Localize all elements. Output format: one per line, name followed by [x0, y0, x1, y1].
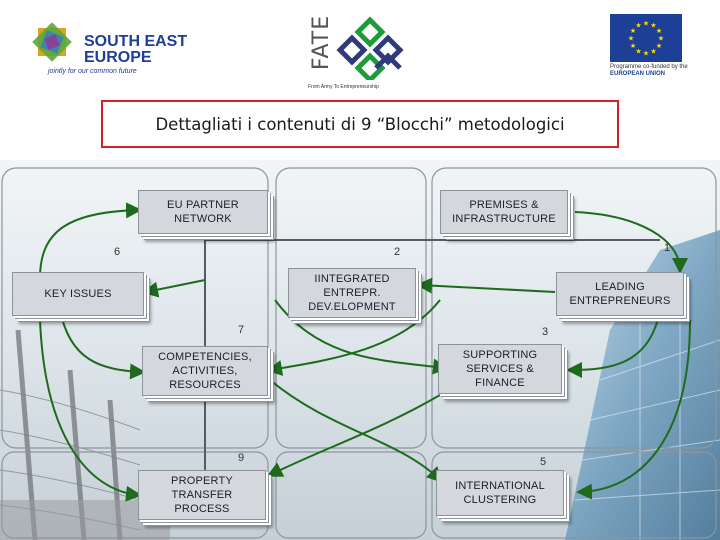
- block-eu-partner-network: EU PARTNER NETWORK: [138, 190, 268, 234]
- eu-caption-1: Programme co-funded by the: [610, 64, 688, 70]
- number-7: 7: [238, 324, 244, 336]
- eu-caption-2: EUROPEAN UNION: [610, 71, 665, 77]
- eu-star-icon: ★: [656, 42, 662, 50]
- number-5: 5: [540, 456, 546, 468]
- block-integrated-entrepr-development: IINTEGRATED ENTREPR. DEV.ELOPMENT: [288, 268, 416, 318]
- eu-star-icon: ★: [643, 50, 649, 58]
- block-competencies-activities-resources: COMPETENCIES, ACTIVITIES, RESOURCES: [142, 346, 268, 396]
- logo-name-line1: SOUTH EAST: [84, 34, 187, 50]
- block-premises-infrastructure: PREMISES & INFRASTRUCTURE: [440, 190, 568, 234]
- block-supporting-services-finance: SUPPORTING SERVICES & FINANCE: [438, 344, 562, 394]
- interlocking-cubes-logo: [330, 10, 410, 80]
- eu-star-icon: ★: [656, 27, 662, 35]
- block-key-issues: KEY ISSUES: [12, 272, 144, 316]
- eu-star-icon: ★: [650, 47, 656, 55]
- eu-star-icon: ★: [658, 35, 664, 43]
- fate-tagline: From Army To Entrepreneurship: [308, 84, 379, 90]
- number-3: 3: [542, 326, 548, 338]
- eu-star-icon: ★: [635, 22, 641, 30]
- block-leading-entrepreneurs: LEADING ENTREPRENEURS: [556, 272, 684, 316]
- block-property-transfer-process: PROPERTY TRANSFER PROCESS: [138, 470, 266, 520]
- logo-name-line2: EUROPE: [84, 50, 187, 66]
- logo-tagline: jointly for our common future: [48, 68, 137, 75]
- number-1: 1: [664, 242, 670, 254]
- eu-star-icon: ★: [635, 47, 641, 55]
- eu-flag: ★★★★★★★★★★★★: [610, 14, 682, 62]
- fate-logo: FATE From Army To Entrepreneurship: [300, 6, 412, 90]
- header-banner: SOUTH EAST EUROPE jointly for our common…: [0, 0, 720, 95]
- block-international-clustering: INTERNATIONAL CLUSTERING: [436, 470, 564, 516]
- eu-star-icon: ★: [630, 42, 636, 50]
- eu-star-icon: ★: [643, 20, 649, 28]
- page-title: Dettagliati i contenuti di 9 “Blocchi” m…: [155, 115, 564, 134]
- number-9: 9: [238, 452, 244, 464]
- star-puzzle-logo: [22, 12, 82, 72]
- eu-star-icon: ★: [628, 35, 634, 43]
- number-6: 6: [114, 246, 120, 258]
- number-2: 2: [394, 246, 400, 258]
- title-box: Dettagliati i contenuti di 9 “Blocchi” m…: [101, 100, 619, 148]
